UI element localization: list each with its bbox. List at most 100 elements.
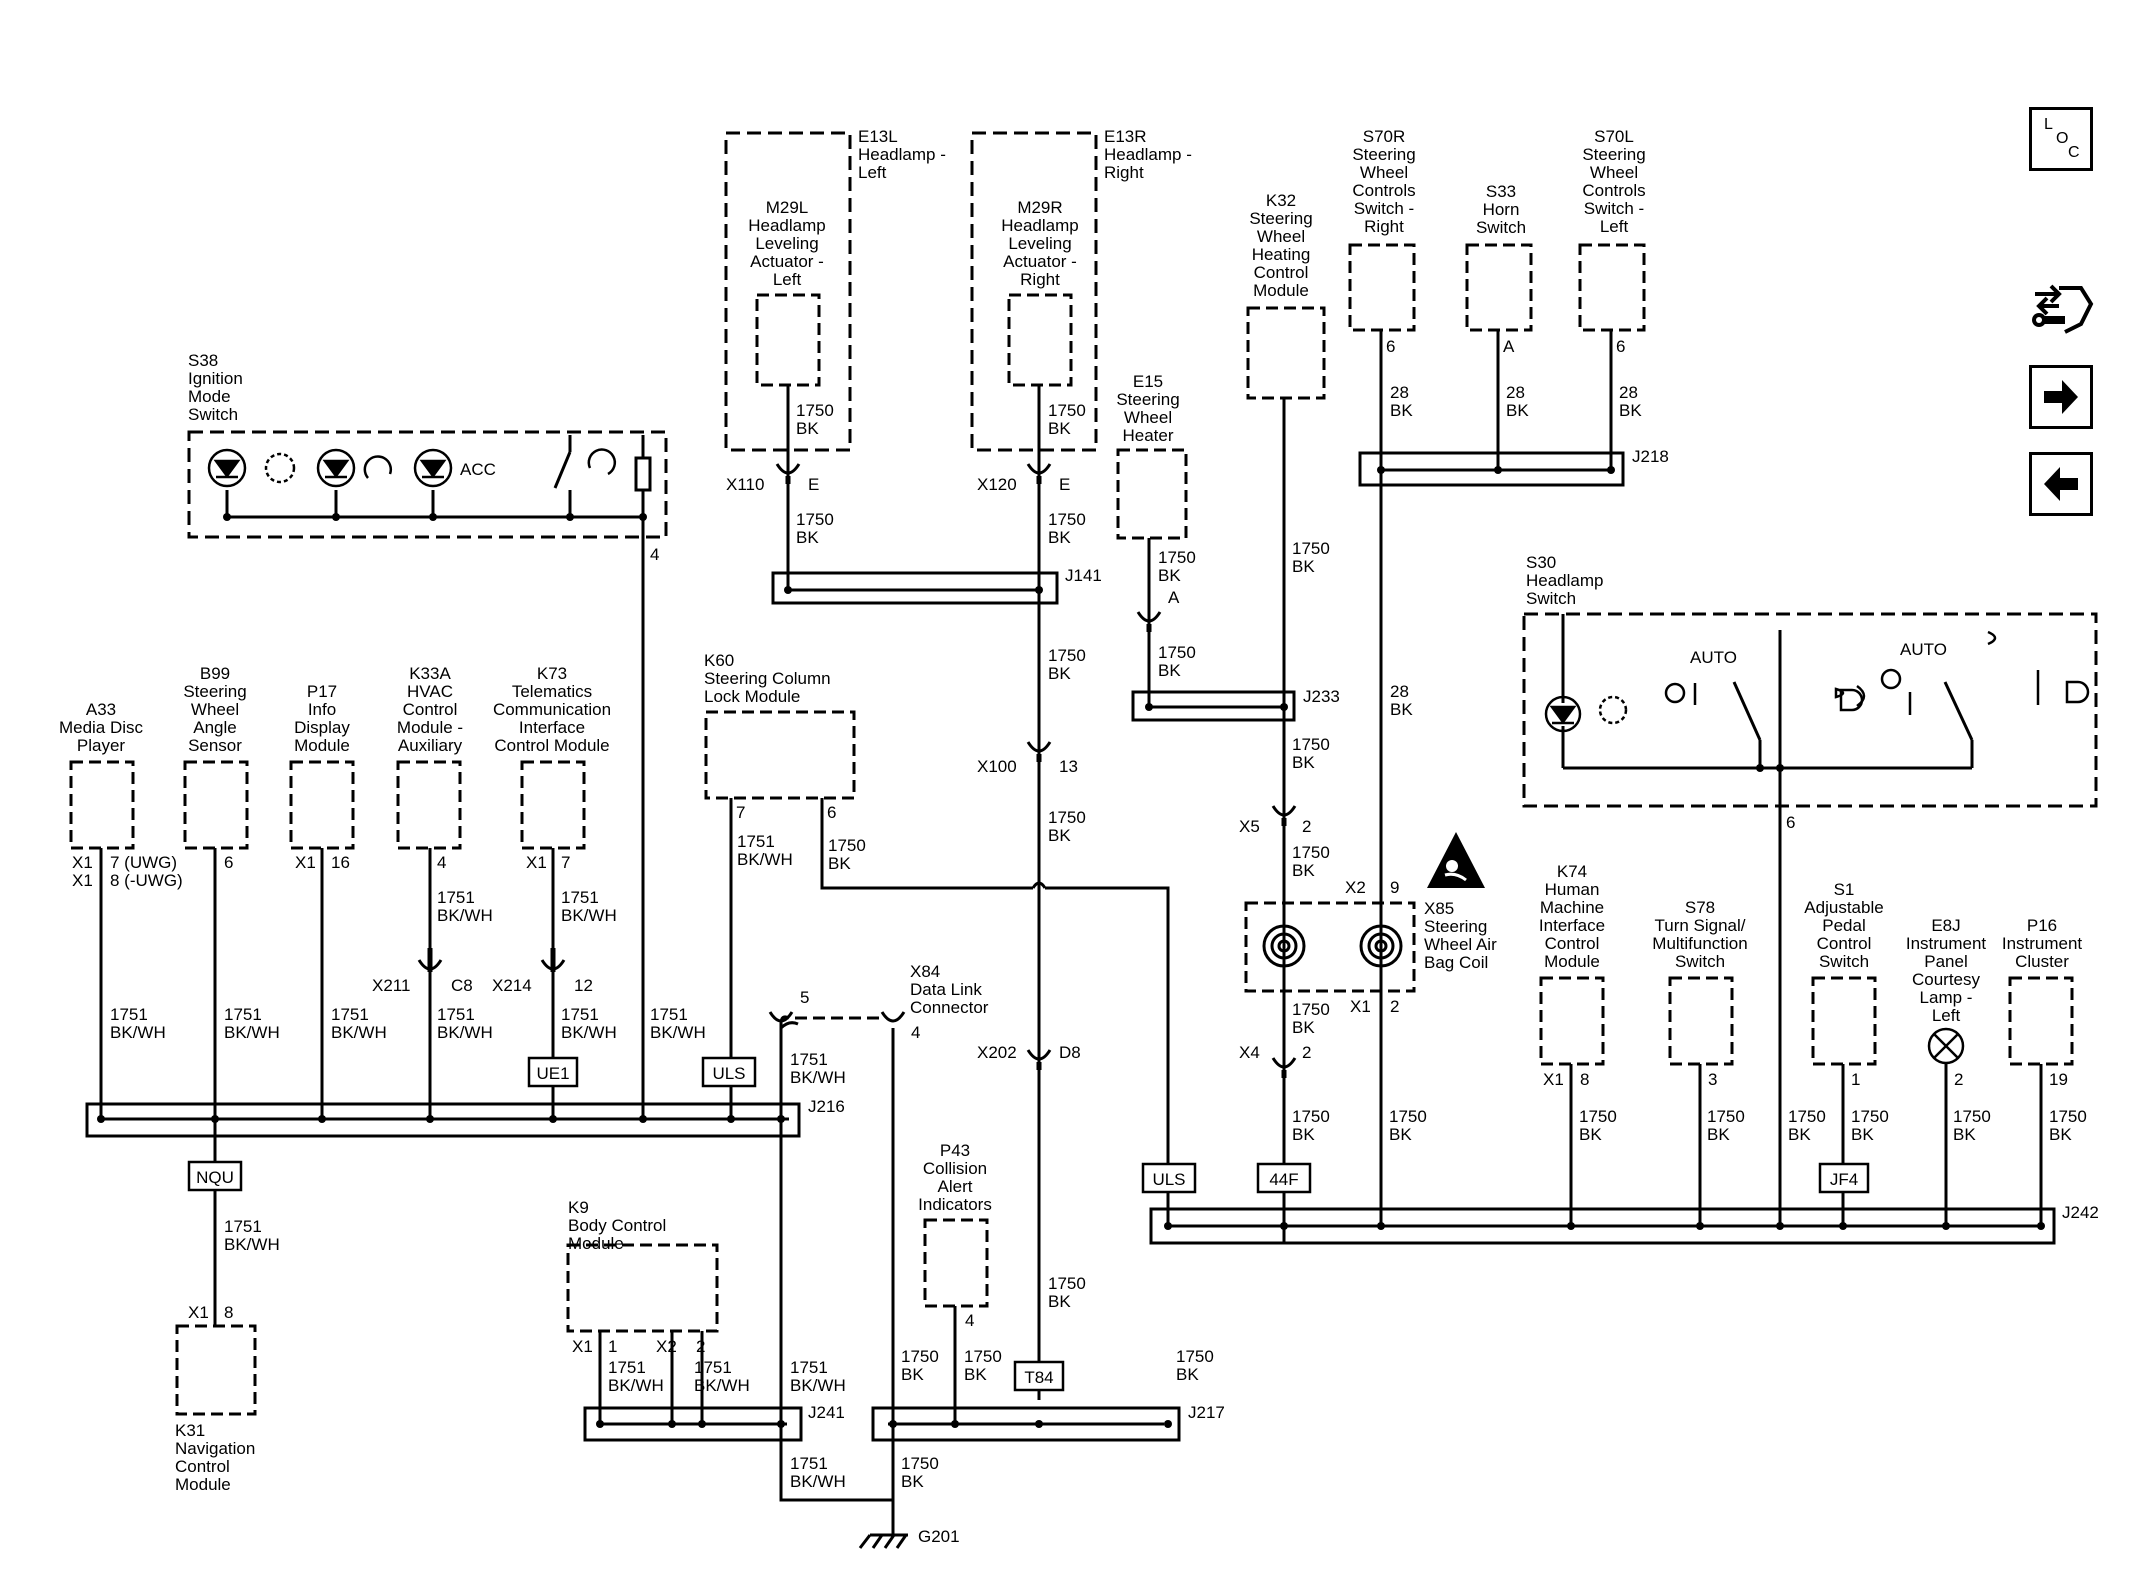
pin-label: 8: [1580, 1070, 1589, 1089]
label-line: K9: [568, 1198, 589, 1217]
label-line: BK/WH: [694, 1376, 750, 1395]
G201-label: G201: [918, 1527, 960, 1546]
label-line: S33: [1486, 182, 1516, 201]
label-line: BK: [1292, 861, 1315, 880]
label-line: 1751: [561, 1005, 599, 1024]
X110-connector: [775, 463, 801, 475]
loc-button[interactable]: L O C: [2029, 107, 2093, 171]
connector-label: X5: [1239, 817, 1260, 836]
pin-label: 13: [1059, 757, 1078, 776]
label-line: BK: [796, 419, 819, 438]
label-line: 1750: [1788, 1107, 1826, 1126]
S1-box: [1811, 976, 1877, 1066]
option-code-T84: T84: [1024, 1368, 1053, 1387]
label-line: Instrument: [2002, 934, 2083, 953]
loc-label-l: L: [2044, 116, 2053, 133]
label-line: Headlamp: [1001, 216, 1079, 235]
label-line: E13R: [1104, 127, 1147, 146]
label-line: Wheel: [1257, 227, 1305, 246]
label-line: Collision: [923, 1159, 987, 1178]
option-code-ULS: ULS: [712, 1064, 745, 1083]
splice-J217-label: J217: [1188, 1403, 1225, 1422]
connector-label: X211: [372, 976, 410, 995]
label-line: 1750: [2049, 1107, 2087, 1126]
label-line: 1751: [561, 888, 599, 907]
P16-box: [2008, 976, 2074, 1066]
connector-label: X1: [188, 1303, 209, 1322]
connector-label: X2: [1345, 878, 1366, 897]
label-line: S1: [1834, 880, 1855, 899]
K31-box: [175, 1324, 257, 1416]
splice-J241-label: J241: [808, 1403, 845, 1422]
label-line: 1750: [1579, 1107, 1617, 1126]
S30-box: [1522, 612, 2098, 808]
label-line: Leveling: [1008, 234, 1071, 253]
label-line: Actuator -: [1003, 252, 1077, 271]
label-line: Alert: [938, 1177, 973, 1196]
splice-J218-label: J218: [1632, 447, 1669, 466]
next-page-arrow-icon: [2044, 380, 2078, 414]
pin-label: 12: [574, 976, 593, 995]
led-icon: [207, 448, 247, 488]
label-line: Wheel Air: [1424, 935, 1497, 954]
label-line: M29R: [1017, 198, 1062, 217]
pin-label: A: [1168, 588, 1180, 607]
next-page-button[interactable]: [2029, 365, 2093, 429]
pin-label: D8: [1059, 1043, 1081, 1062]
pin-label: 2: [696, 1337, 705, 1356]
M29L-box: [755, 293, 821, 387]
label-line: K60: [704, 651, 734, 670]
label-line: BK/WH: [561, 906, 617, 925]
label-line: Controls: [1352, 181, 1415, 200]
splice-J242-label: J242: [2062, 1203, 2099, 1222]
label-line: BK: [1851, 1125, 1874, 1144]
label-line: BK: [901, 1365, 924, 1384]
label-line: BK: [1048, 1292, 1071, 1311]
label-line: Headlamp: [748, 216, 826, 235]
S38-switch-symbols: [207, 448, 617, 488]
connector-label: X100: [977, 757, 1017, 776]
label-line: A33: [86, 700, 116, 719]
X5-connector: [1271, 805, 1297, 817]
label-line: Info: [308, 700, 336, 719]
label-line: BK/WH: [608, 1376, 664, 1395]
label-line: Display: [294, 718, 350, 737]
component-locator-button[interactable]: [2029, 280, 2095, 340]
X84-pin5-connector: [768, 1011, 794, 1023]
connector-label: X1: [526, 853, 547, 872]
label-line: 1750: [1048, 646, 1086, 665]
label-line: Telematics: [512, 682, 592, 701]
label-line: 28: [1390, 383, 1409, 402]
label-line: 1751: [790, 1050, 828, 1069]
connector-label: X1: [572, 1337, 593, 1356]
label-line: BK: [1506, 401, 1529, 420]
label-line: Switch: [1526, 589, 1576, 608]
label-line: BK: [1048, 419, 1071, 438]
K33A-box: [396, 760, 462, 850]
pin-label: 7 (UWG): [110, 853, 177, 872]
label-line: BK: [1579, 1125, 1602, 1144]
label-line: Player: [77, 736, 126, 755]
previous-page-button[interactable]: [2029, 452, 2093, 516]
pin-label: 7: [561, 853, 570, 872]
label-line: Wheel: [191, 700, 239, 719]
label-line: BK/WH: [790, 1376, 846, 1395]
label-line: Left: [1600, 217, 1629, 236]
label-line: BK/WH: [110, 1023, 166, 1042]
label-line: BK: [1390, 700, 1413, 719]
pin-label: 4: [437, 853, 446, 872]
pin-label: 5: [800, 988, 809, 1007]
label-line: K31: [175, 1421, 205, 1440]
A33-box: [69, 760, 135, 850]
label-line: Leveling: [755, 234, 818, 253]
